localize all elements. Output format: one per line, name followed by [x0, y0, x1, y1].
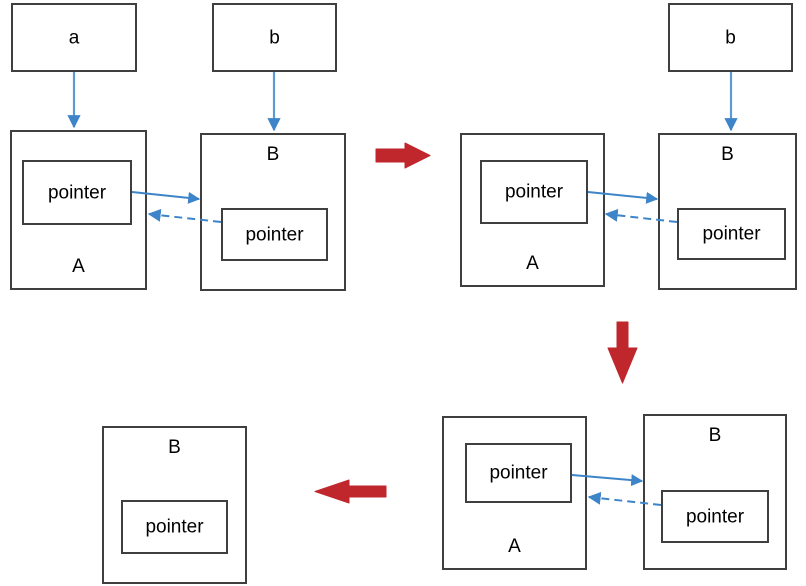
p4-object-B-pointer-label: pointer [145, 516, 204, 538]
p2-link-B-pointer-to-A[interactable] [604, 208, 678, 223]
p2-object-B[interactable]: B [658, 133, 797, 290]
transition-arrow-1-right-icon[interactable] [375, 142, 431, 169]
p2-object-A-label: A [526, 253, 539, 274]
p1-object-A-label: A [72, 256, 85, 277]
p3-object-A-label: A [508, 536, 521, 557]
p4-object-B-label: B [168, 437, 181, 458]
p3-object-B-pointer-label: pointer [685, 506, 745, 527]
p4-object-B-pointer-box[interactable]: pointer [121, 500, 228, 554]
p2-source-box-b[interactable]: b [668, 3, 793, 72]
transition-arrow-3-left-icon[interactable] [314, 479, 387, 504]
p3-link-A-pointer-to-B[interactable] [571, 474, 644, 487]
p2-link-A-pointer-to-B[interactable] [587, 191, 659, 204]
p2-object-A-pointer-label: pointer [504, 181, 564, 203]
p4-object-B[interactable]: B [102, 426, 247, 584]
p2-object-A[interactable]: A [460, 133, 605, 287]
p2-object-B-pointer-box[interactable]: pointer [677, 208, 786, 260]
p2-object-A-pointer-box[interactable]: pointer [480, 160, 588, 224]
p1-object-B[interactable]: B [200, 133, 346, 291]
p3-object-B-pointer-box[interactable]: pointer [661, 490, 769, 543]
p1-source-box-b[interactable]: b [212, 3, 337, 72]
p2-object-B-pointer-label: pointer [702, 223, 761, 245]
p1-source-box-b-label: b [269, 27, 280, 48]
p2-source-box-b-label: b [725, 27, 736, 48]
p1-object-B-label: B [266, 144, 280, 165]
p1-source-box-a-label: a [68, 27, 80, 48]
p1-object-A-pointer-label: pointer [47, 182, 107, 203]
p3-object-B-label: B [708, 425, 722, 446]
p1-object-B-pointer-label: pointer [245, 224, 304, 245]
p1-source-box-a[interactable]: a [11, 3, 137, 72]
p2-object-B-label: B [721, 144, 734, 165]
p3-object-B[interactable]: B [643, 414, 787, 570]
p3-object-A-pointer-box[interactable]: pointer [465, 443, 572, 503]
p3-object-A-pointer-label: pointer [489, 462, 548, 484]
p1-object-A[interactable]: A [10, 130, 147, 290]
p3-object-A[interactable]: A [442, 416, 587, 570]
transition-arrow-2-down-icon[interactable] [607, 321, 638, 384]
p1-object-A-pointer-box[interactable]: pointer [22, 160, 132, 225]
p1-object-B-pointer-box[interactable]: pointer [221, 208, 328, 261]
p1-link-A-pointer-to-B[interactable] [131, 191, 201, 204]
